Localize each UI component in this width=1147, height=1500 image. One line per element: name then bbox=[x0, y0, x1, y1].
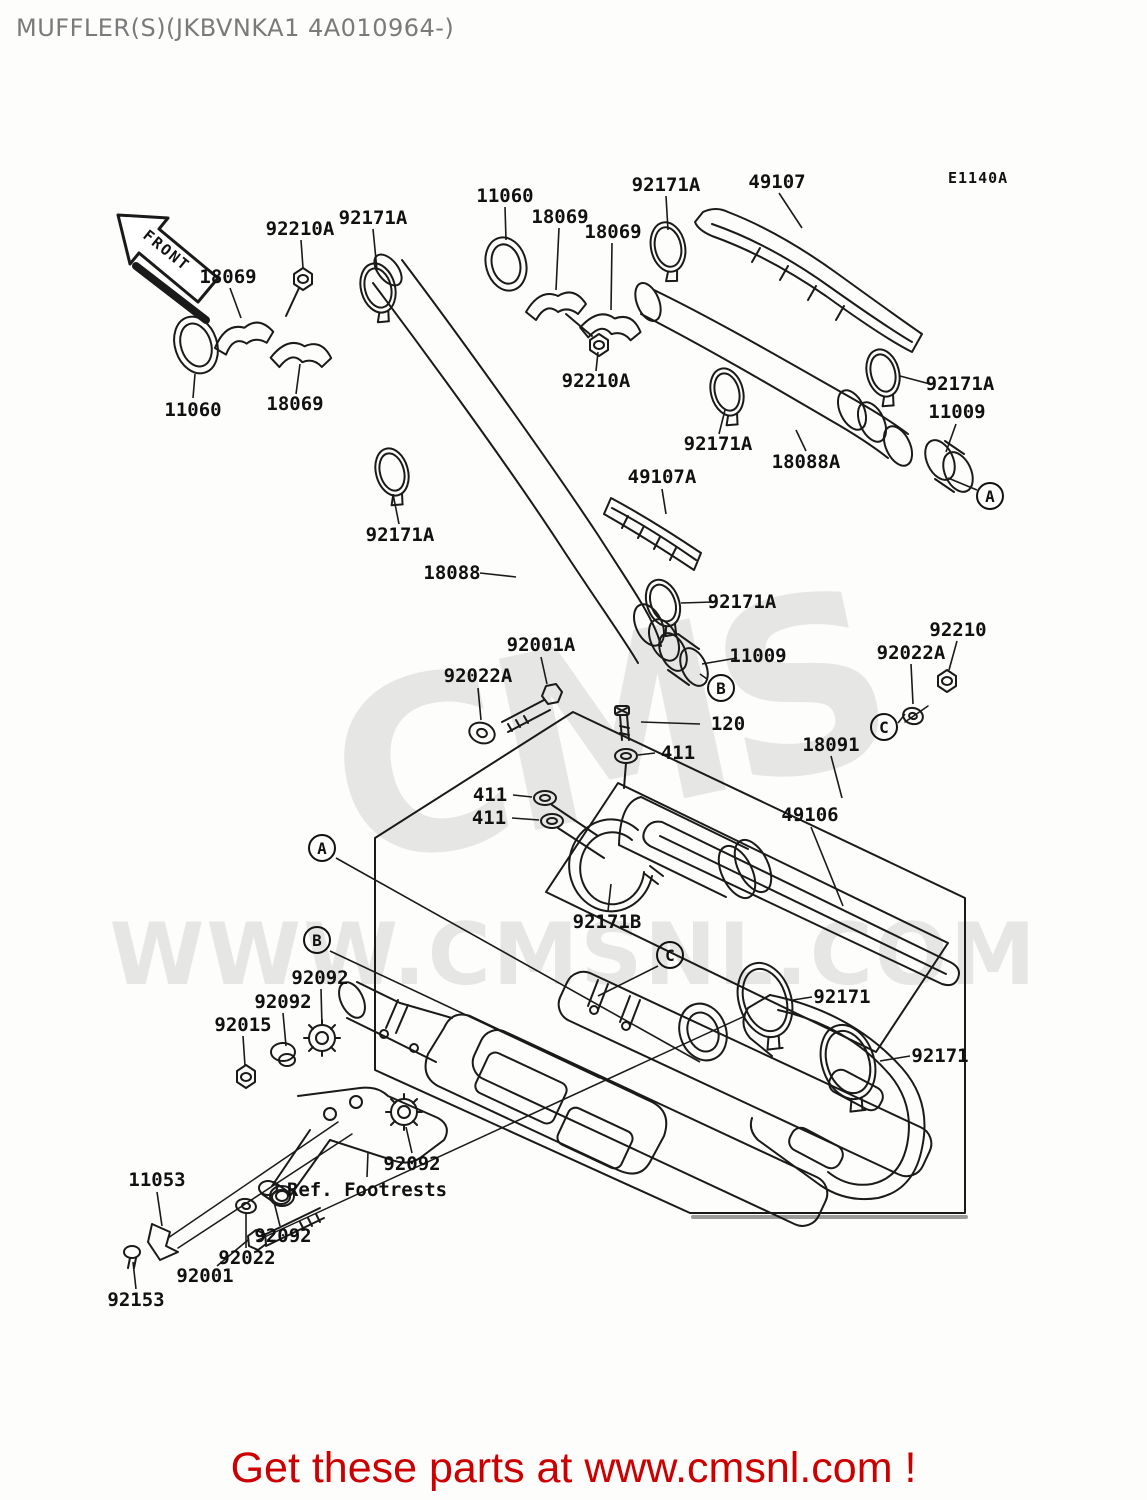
part-label-92022a: 92022A bbox=[876, 642, 946, 664]
part-label-92171a: 92171A bbox=[365, 524, 435, 546]
part-label-411: 411 bbox=[471, 807, 507, 829]
part-label-92210: 92210 bbox=[929, 619, 987, 641]
part-label-92171b: 92171B bbox=[572, 911, 642, 933]
part-label-18091: 18091 bbox=[802, 734, 860, 756]
part-label-18069: 18069 bbox=[584, 221, 642, 243]
part-label-92092: 92092 bbox=[291, 967, 349, 989]
part-label-11053: 11053 bbox=[128, 1169, 186, 1191]
part-label-18088a: 18088A bbox=[771, 451, 841, 473]
part-label-120: 120 bbox=[710, 713, 746, 735]
leader-lines bbox=[132, 192, 978, 1290]
part-label-11060: 11060 bbox=[164, 399, 222, 421]
diagram-code: E1140A bbox=[948, 169, 1009, 187]
footer-link-text[interactable]: Get these parts at www.cmsnl.com ! bbox=[230, 1444, 917, 1492]
part-label-92092: 92092 bbox=[254, 991, 312, 1013]
part-label-18069: 18069 bbox=[199, 266, 257, 288]
part-label-49107: 49107 bbox=[748, 171, 806, 193]
part-label-92153: 92153 bbox=[107, 1289, 165, 1311]
part-label-92001: 92001 bbox=[176, 1265, 234, 1287]
part-label-92001a: 92001A bbox=[506, 634, 576, 656]
part-label-92171: 92171 bbox=[911, 1045, 969, 1067]
part-label-92022: 92022 bbox=[218, 1247, 276, 1269]
part-label-92210a: 92210A bbox=[561, 370, 631, 392]
part-label-18069: 18069 bbox=[266, 393, 324, 415]
ref-circle-b: B bbox=[303, 926, 331, 954]
part-label-11060: 11060 bbox=[476, 185, 534, 207]
part-label-92171a: 92171A bbox=[925, 373, 995, 395]
part-label-92022a: 92022A bbox=[443, 665, 513, 687]
ref-circle-a: A bbox=[308, 834, 336, 862]
part-label-411: 411 bbox=[472, 784, 508, 806]
ref-circle-c: C bbox=[870, 713, 898, 741]
part-label-11009: 11009 bbox=[928, 401, 986, 423]
ref-circle-b: B bbox=[707, 674, 735, 702]
part-label-18069: 18069 bbox=[531, 206, 589, 228]
part-label-49107a: 49107A bbox=[627, 466, 697, 488]
part-label-92171a: 92171A bbox=[707, 591, 777, 613]
part-label-92015: 92015 bbox=[214, 1014, 272, 1036]
ref-circle-a: A bbox=[976, 482, 1004, 510]
part-label-18088: 18088 bbox=[423, 562, 481, 584]
part-label-411: 411 bbox=[660, 742, 696, 764]
front-arrow bbox=[116, 213, 220, 304]
part-label-92171a: 92171A bbox=[338, 207, 408, 229]
ref-circle-c: C bbox=[656, 941, 684, 969]
part-label-92171: 92171 bbox=[813, 986, 871, 1008]
part-label-ref-footrests: Ref. Footrests bbox=[286, 1179, 448, 1201]
part-label-11009: 11009 bbox=[729, 645, 787, 667]
part-label-92171a: 92171A bbox=[683, 433, 753, 455]
page-title: MUFFLER(S)(JKBVNKA1 4A010964-) bbox=[16, 14, 455, 42]
front-arrow-shadow bbox=[132, 262, 210, 324]
part-label-92171a: 92171A bbox=[631, 174, 701, 196]
part-label-92092: 92092 bbox=[254, 1225, 312, 1247]
part-label-92210a: 92210A bbox=[265, 218, 335, 240]
part-label-49106: 49106 bbox=[781, 804, 839, 826]
part-label-92092: 92092 bbox=[383, 1153, 441, 1175]
